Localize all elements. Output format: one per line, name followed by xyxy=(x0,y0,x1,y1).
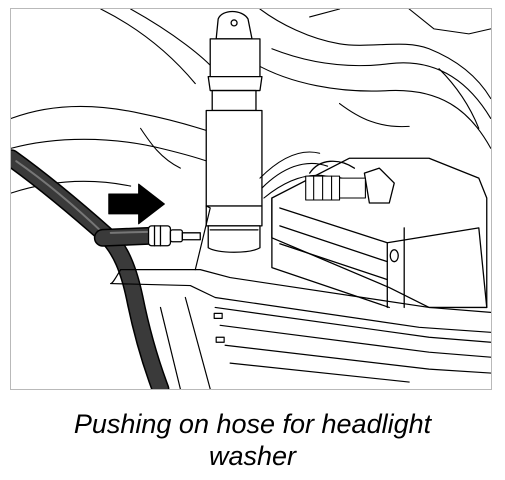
caption-line-2: washer xyxy=(208,441,297,471)
body-panel-lines xyxy=(11,9,491,194)
pump-electrical-wires xyxy=(259,151,366,201)
bumper-lower-section xyxy=(110,205,491,389)
washer-pump-illustration xyxy=(11,9,491,389)
washer-hose-left xyxy=(11,149,170,389)
caption-line-1: Pushing on hose for headlight xyxy=(73,409,432,439)
washer-hose-branch xyxy=(93,225,201,247)
illustration-frame xyxy=(10,8,492,390)
washer-pump xyxy=(205,10,263,253)
push-arrow-icon xyxy=(108,183,165,225)
washer-reservoir xyxy=(271,157,488,309)
figure-caption: Pushing on hose for headlight washer xyxy=(0,408,505,472)
